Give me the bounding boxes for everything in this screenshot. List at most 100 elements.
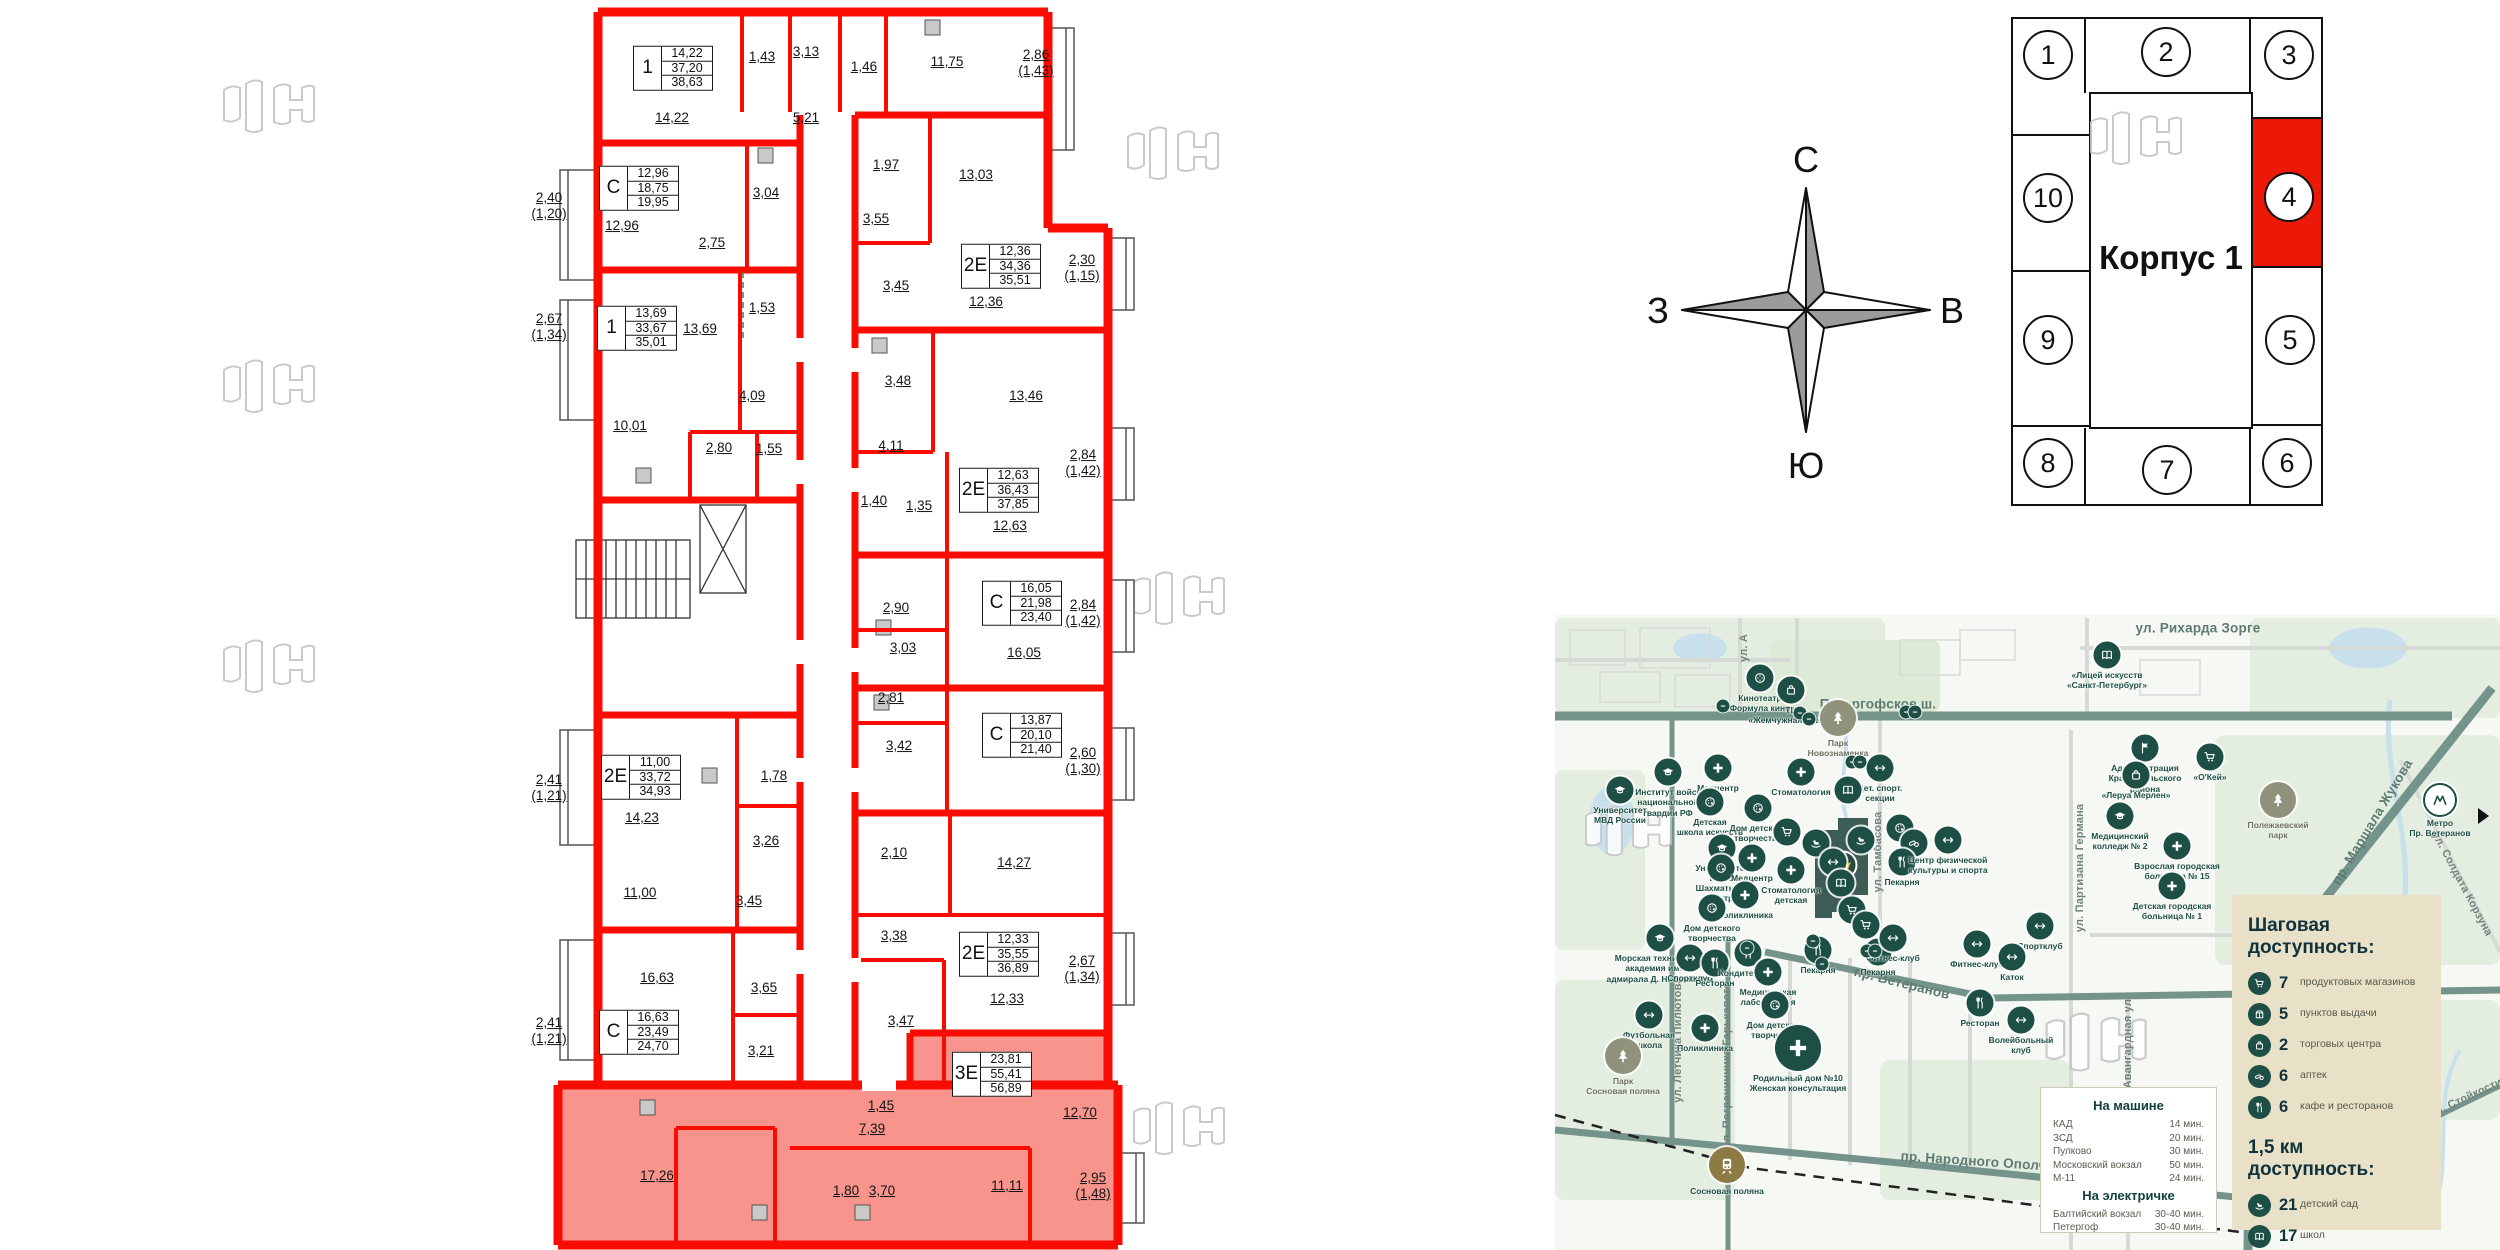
- room-area-label: 2,84 (1,42): [1065, 597, 1101, 628]
- room-area-label: 17,26: [640, 1168, 674, 1184]
- room-area-label: 1,80: [832, 1183, 860, 1199]
- total-area-value: 24,70: [628, 1038, 678, 1054]
- compass-south: Ю: [1788, 445, 1824, 486]
- poi-label: Сосновая поляна: [1690, 1186, 1764, 1196]
- poi-icon: [1815, 957, 1829, 971]
- poi-label: Футбольная школа: [1623, 1030, 1675, 1051]
- legend-item-label: кафе и ресторанов: [2300, 1100, 2394, 1112]
- korpus-section-number[interactable]: 8: [2023, 438, 2073, 488]
- total-area-value: 35,51: [990, 272, 1040, 288]
- living-area-value: 55,41: [981, 1066, 1031, 1081]
- kitchen-fixture: [635, 19, 941, 1221]
- room-area-label: 2,90: [882, 600, 910, 616]
- poi-icon: [1834, 776, 1862, 804]
- room-area-label: 12,96: [605, 218, 639, 234]
- room-area-label: 3,42: [885, 738, 913, 754]
- poi-icon: [1761, 991, 1789, 1019]
- travel-row: Пулково 30 мин.: [2053, 1145, 2204, 1159]
- apartment-info-box[interactable]: 1 14,22 37,20 38,63: [633, 45, 713, 91]
- travel-time: 30-40 мин.: [2154, 1208, 2204, 1220]
- total-area-value: 35,01: [626, 334, 676, 350]
- legend-item: 2 торговых центра: [2248, 1034, 2427, 1057]
- room-area-label: 2,60 (1,30): [1065, 745, 1101, 776]
- apartment-info-box[interactable]: 2Е 12,63 36,43 37,85: [959, 467, 1039, 513]
- room-area-label: 2,67 (1,34): [531, 311, 567, 342]
- room-area-label: 1,35: [905, 498, 933, 514]
- room-area-label: 4,09: [738, 388, 766, 404]
- korpus-section-number[interactable]: 4: [2264, 172, 2314, 222]
- legend-item: 7 продуктовых магазинов: [2248, 972, 2427, 995]
- room-area-label: 3,26: [752, 833, 780, 849]
- apartment-type: 2Е: [960, 468, 988, 512]
- travel-row: ЗСД 20 мин.: [2053, 1132, 2204, 1146]
- apartment-info-box[interactable]: С 12,96 18,75 19,95: [599, 165, 679, 211]
- room-area-value: 13,69: [635, 305, 667, 320]
- legend-item: 6 аптек: [2248, 1065, 2427, 1088]
- poi-label: Поликлиника: [1676, 1043, 1734, 1053]
- poi-label: Стоматология детская: [1761, 885, 1821, 906]
- room-area-label: 3,70: [868, 1183, 896, 1199]
- room-area-label: 16,63: [640, 970, 674, 986]
- korpus-section-number[interactable]: 5: [2265, 315, 2315, 365]
- apartment-info-box[interactable]: 2Е 12,33 35,55 36,89: [959, 931, 1039, 977]
- room-area-label: 13,46: [1009, 388, 1043, 404]
- travel-time: 20 мин.: [2169, 1132, 2204, 1144]
- poi-label: «Лицей искусств «Санкт-Петербург»: [2066, 670, 2148, 691]
- room-area-label: 1,40: [860, 493, 888, 509]
- apartment-areas: 12,36 34,36 35,51: [990, 244, 1040, 288]
- apartment-areas: 14,22 37,20 38,63: [662, 46, 712, 90]
- korpus-section-number[interactable]: 6: [2262, 438, 2312, 488]
- total-area-value: 23,40: [1011, 609, 1061, 625]
- stairs: [575, 539, 691, 619]
- room-area-label: 2,10: [880, 845, 908, 861]
- room-area-label: 3,45: [735, 893, 763, 909]
- poi-label: Фитнес-клуб: [1866, 953, 1920, 963]
- apartment-info-box[interactable]: 3Е 23,81 55,41 56,89: [952, 1051, 1032, 1097]
- legend-item-label: аптек: [2300, 1069, 2327, 1081]
- korpus-section-number[interactable]: 9: [2023, 315, 2073, 365]
- poi-icon: [1635, 1001, 1663, 1029]
- apartment-areas: 16,05 21,98 23,40: [1011, 580, 1061, 625]
- apartment-areas: 12,96 18,75 19,95: [628, 166, 678, 210]
- room-area-value: 16,63: [637, 1009, 669, 1024]
- apartment-info-box[interactable]: 2Е 11,00 33,72 34,93: [601, 754, 681, 800]
- legend-item-count: 7: [2279, 974, 2289, 992]
- apartment-type: С: [600, 166, 628, 210]
- poi-icon: [2026, 912, 2054, 940]
- poi-icon: [2260, 782, 2296, 818]
- room-area-label: 1,78: [760, 768, 788, 784]
- poi-label: Парк Новознаменка: [1807, 738, 1869, 759]
- apartment-info-box[interactable]: 2Е 12,36 34,36 35,51: [961, 243, 1041, 289]
- poi-icon: [1746, 664, 1774, 692]
- apartment-info-box[interactable]: 1 13,69 33,67 35,01: [597, 305, 677, 351]
- room-area-label: 2,30 (1,15): [1064, 252, 1100, 283]
- walk-legend: Шаговая доступность: 7 продуктовых магаз…: [2232, 895, 2441, 1248]
- poi-label: Спортклуб: [1667, 973, 1713, 983]
- apartment-info-box[interactable]: С 13,87 20,10 21,40: [982, 712, 1062, 758]
- korpus-section-number[interactable]: 10: [2023, 173, 2073, 223]
- travel-row: Балтийский вокзал 30-40 мин.: [2053, 1208, 2204, 1222]
- korpus-section-number[interactable]: 7: [2142, 445, 2192, 495]
- room-area-label: 2,81: [877, 690, 905, 706]
- korpus-section-number[interactable]: 2: [2141, 27, 2191, 77]
- apartment-info-box[interactable]: С 16,05 21,98 23,40: [982, 580, 1062, 626]
- korpus-section-number[interactable]: 3: [2264, 30, 2314, 80]
- poi-label: Спортклуб: [2017, 941, 2063, 951]
- poi-label: Парк Сосновая поляна: [1586, 1076, 1660, 1097]
- poi-label: Кондитерская: [1718, 968, 1778, 978]
- room-area-value: 16,05: [1020, 580, 1052, 595]
- living-area-value: 33,72: [630, 769, 680, 784]
- poi-icon: [1698, 894, 1726, 922]
- poi-label: Дет. спорт. секции: [1857, 783, 1903, 804]
- poi-label: Кинотеатр «Формула кино»: [1724, 693, 1796, 714]
- poi-icon: [1691, 1014, 1719, 1042]
- room-area-label: 2,95 (1,48): [1075, 1170, 1111, 1201]
- korpus-section-number[interactable]: 1: [2023, 30, 2073, 80]
- poi-icon: [1777, 856, 1805, 884]
- apartment-info-box[interactable]: С 16,63 23,49 24,70: [599, 1009, 679, 1055]
- poi-icon: [1820, 700, 1856, 736]
- poi-icon: [1696, 788, 1724, 816]
- room-area-label: 1,43: [748, 49, 776, 65]
- legend-item-count: 6: [2279, 1098, 2289, 1116]
- total-area-value: 21,40: [1011, 741, 1061, 757]
